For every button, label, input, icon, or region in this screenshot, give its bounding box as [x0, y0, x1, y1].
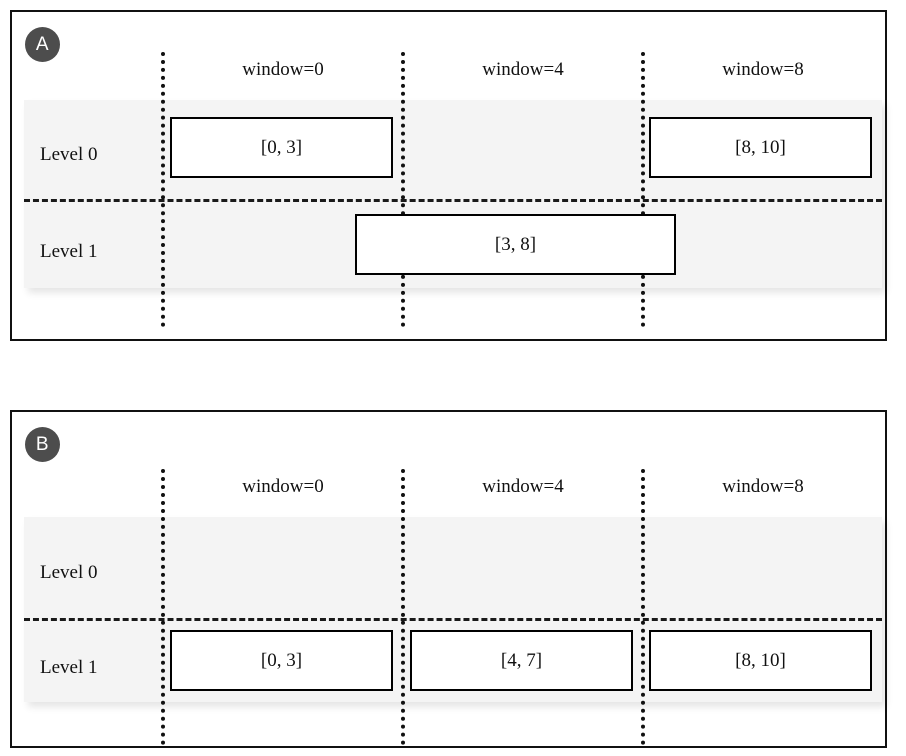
panel-b-grid: window=0 window=4 window=8 Level 0 Level… — [12, 412, 885, 746]
panel-b-interval-4-7[interactable]: [4, 7] — [410, 630, 633, 691]
panel-b-window-divider-4 — [401, 469, 405, 745]
panel-a-interval-8-10[interactable]: [8, 10] — [649, 117, 872, 178]
panel-a-window-divider-8 — [641, 52, 645, 327]
panel-b-window-header-8: window=8 — [722, 476, 804, 497]
panel-a-interval-0-3[interactable]: [0, 3] — [170, 117, 393, 178]
transition-region: Strict window compaction, window = 4 — [0, 341, 906, 741]
panel-b-level-0-label: Level 0 — [40, 562, 98, 583]
panel-b: B window=0 window=4 window=8 Level 0 Lev… — [10, 410, 887, 748]
panel-b-window-header-0: window=0 — [242, 476, 324, 497]
panel-a-window-divider-0 — [161, 52, 165, 327]
panel-a-window-header-8: window=8 — [722, 59, 804, 80]
panel-a-grid: window=0 window=4 window=8 Level 0 Level… — [12, 12, 885, 339]
panel-a: A window=0 window=4 window=8 Level 0 Lev… — [10, 10, 887, 341]
panel-b-window-divider-0 — [161, 469, 165, 745]
panel-b-interval-0-3[interactable]: [0, 3] — [170, 630, 393, 691]
panel-a-level-separator — [24, 199, 882, 202]
panel-a-badge: A — [25, 27, 60, 62]
panel-a-interval-3-8[interactable]: [3, 8] — [355, 214, 676, 275]
panel-b-level-separator — [24, 618, 882, 621]
panel-a-level-1-label: Level 1 — [40, 241, 98, 262]
panel-a-window-header-0: window=0 — [242, 59, 324, 80]
panel-a-level-0-label: Level 0 — [40, 144, 98, 165]
panel-a-window-header-4: window=4 — [482, 59, 564, 80]
panel-b-badge: B — [25, 427, 60, 462]
panel-b-level-1-label: Level 1 — [40, 657, 98, 678]
panel-b-window-header-4: window=4 — [482, 476, 564, 497]
panel-a-window-divider-4 — [401, 52, 405, 327]
panel-b-interval-8-10[interactable]: [8, 10] — [649, 630, 872, 691]
panel-b-window-divider-8 — [641, 469, 645, 745]
